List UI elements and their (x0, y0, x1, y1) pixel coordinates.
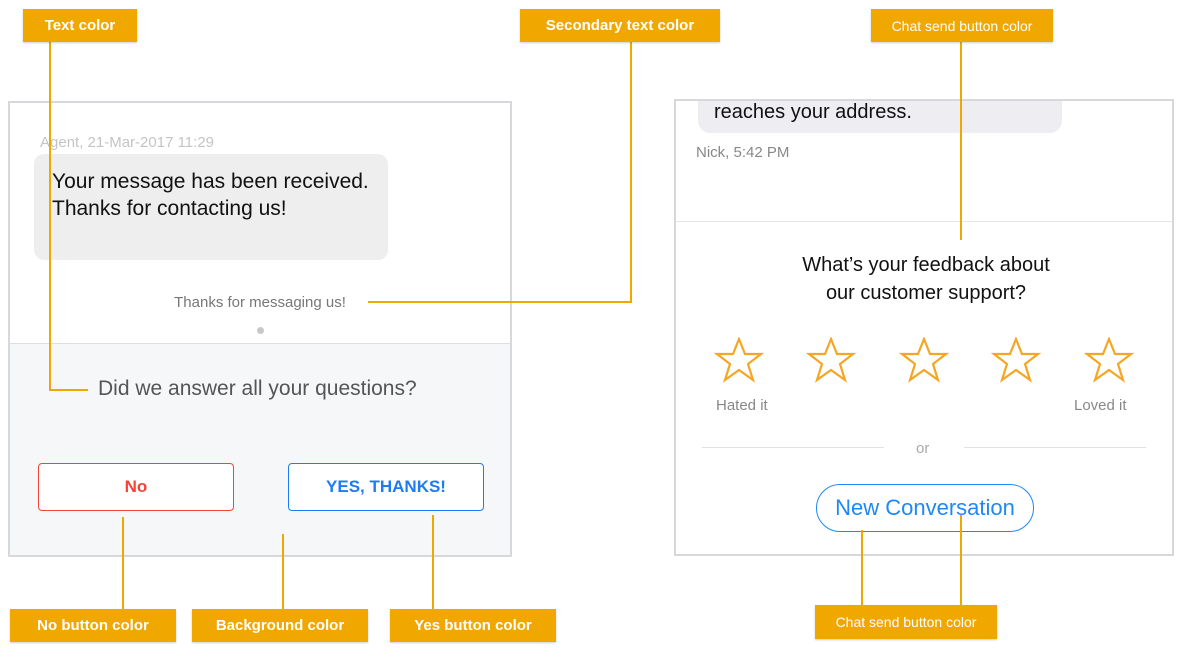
connector-line (49, 389, 88, 391)
annotation-background-color: Background color (192, 609, 368, 642)
connector-line (630, 42, 632, 303)
annotation-chat-send-top: Chat send button color (871, 9, 1053, 42)
connector-line (861, 530, 863, 605)
or-divider-left (702, 447, 884, 448)
message-timestamp: Nick, 5:42 PM (696, 144, 790, 161)
rating-high-label: Loved it (1074, 397, 1127, 414)
yes-thanks-button[interactable]: YES, THANKS! (288, 463, 484, 511)
divider (676, 221, 1172, 222)
no-button[interactable]: No (38, 463, 234, 511)
annotation-yes-button-color: Yes button color (390, 609, 556, 642)
annotation-text-color: Text color (23, 9, 137, 42)
star-4-icon[interactable] (990, 336, 1042, 383)
rating-low-label: Hated it (716, 397, 768, 414)
or-label: or (916, 440, 930, 457)
connector-line (368, 301, 632, 303)
feedback-question: What’s your feedback about our customer … (802, 254, 1050, 304)
connector-line (960, 42, 962, 240)
page-indicator-dot (257, 327, 264, 334)
system-message: Thanks for messaging us! (174, 294, 346, 311)
connector-line (282, 534, 284, 609)
star-5-icon[interactable] (1083, 336, 1135, 383)
feedback-panel: reaches your address. Nick, 5:42 PM What… (674, 99, 1174, 556)
survey-question: Did we answer all your questions? (98, 377, 417, 400)
annotation-secondary-text-color: Secondary text color (520, 9, 720, 42)
star-2-icon[interactable] (805, 336, 857, 383)
annotation-no-button-color: No button color (10, 609, 176, 642)
or-divider-right (964, 447, 1146, 448)
survey-panel: Agent, 21-Mar-2017 11:29 Your message ha… (8, 101, 512, 557)
message-timestamp: Agent, 21-Mar-2017 11:29 (40, 134, 215, 151)
annotation-chat-send-bottom: Chat send button color (815, 605, 997, 639)
connector-line (122, 517, 124, 609)
connector-line (49, 42, 51, 391)
message-bubble: Your message has been received. Thanks f… (34, 154, 388, 260)
connector-line (432, 515, 434, 609)
message-text: Your message has been received. Thanks f… (52, 170, 369, 220)
message-bubble: reaches your address. (698, 101, 1062, 133)
survey-area: Did we answer all your questions? No YES… (10, 343, 510, 555)
new-conversation-button[interactable]: New Conversation (816, 484, 1034, 532)
star-1-icon[interactable] (713, 336, 765, 383)
message-text: reaches your address. (714, 101, 912, 123)
connector-line (960, 515, 962, 605)
star-3-icon[interactable] (898, 336, 950, 383)
